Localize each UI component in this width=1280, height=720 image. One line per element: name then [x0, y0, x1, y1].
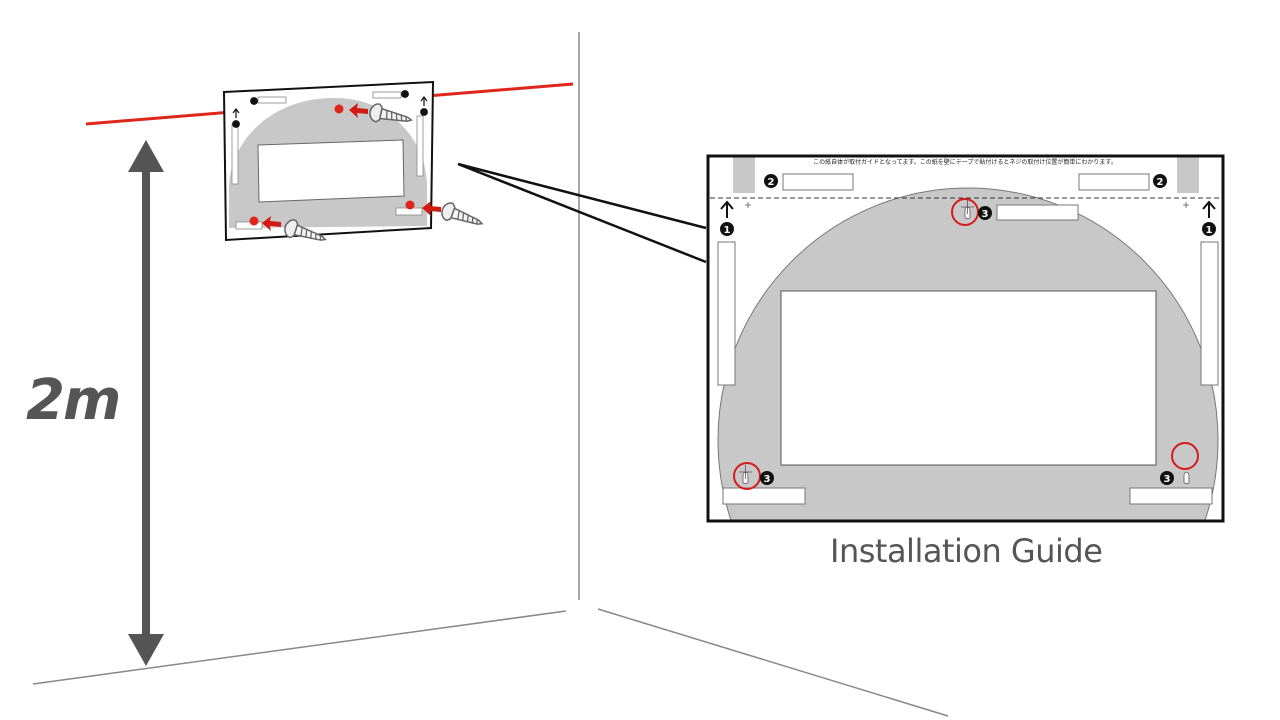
- marker-dot: [334, 104, 344, 114]
- svg-text:1: 1: [724, 225, 731, 236]
- marker-dot: [249, 216, 259, 226]
- svg-text:1: 1: [1206, 225, 1213, 236]
- svg-text:2: 2: [1157, 177, 1164, 188]
- step-number-badge: 3: [760, 471, 774, 485]
- svg-text:3: 3: [982, 209, 989, 220]
- step-number-badge: 2: [764, 174, 778, 188]
- step-number-badge: 2: [1153, 174, 1167, 188]
- svg-text:3: 3: [1164, 474, 1171, 485]
- up-arrow-icon: [720, 200, 734, 218]
- red-arrows: [262, 103, 441, 231]
- marker-dot: [405, 200, 415, 210]
- step-number-badge: 1: [720, 222, 734, 236]
- guide-window: [780, 290, 1157, 466]
- guide-header-note: この紙自体が取付ガイドとなってます。この紙を壁にテープで貼付けるとネジの取付け位…: [813, 159, 1117, 166]
- room-walls: [32, 32, 949, 717]
- red-arrow-icon: [349, 103, 368, 118]
- step-number-badge: 1: [1202, 222, 1216, 236]
- guide-caption: Installation Guide: [830, 532, 1103, 570]
- screw-position-highlight: [1171, 442, 1199, 470]
- red-arrow-icon: [422, 201, 441, 216]
- screw-position-highlight: [733, 462, 761, 490]
- screw-icon: [438, 200, 486, 233]
- height-dimension-arrow: [128, 140, 164, 666]
- step-number-badge: 3: [1160, 471, 1174, 485]
- floor-line-left: [32, 610, 567, 685]
- up-arrow-icon: [1202, 200, 1216, 218]
- floor-line-right: [597, 608, 949, 717]
- wall-template: [222, 80, 435, 242]
- height-label: 2m: [26, 368, 121, 433]
- step-number-badge: 3: [978, 206, 992, 220]
- installation-guide-panel: 2 2 1 1 3 3 3: [706, 154, 1225, 523]
- callout-lines: [457, 162, 707, 264]
- screw-position-highlight: [951, 198, 979, 226]
- svg-text:2: 2: [768, 177, 775, 188]
- svg-text:3: 3: [764, 474, 771, 485]
- red-arrow-icon: [262, 216, 281, 231]
